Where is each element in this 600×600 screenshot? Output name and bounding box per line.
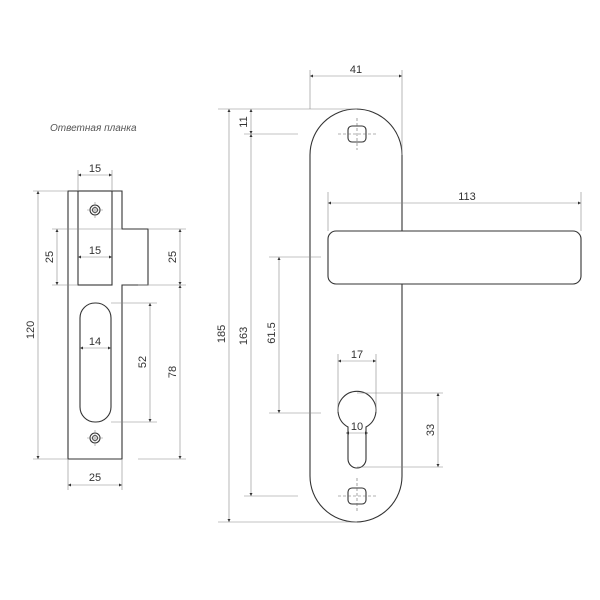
dim-screw-spacing: 163 bbox=[238, 327, 250, 345]
latch-pocket bbox=[77, 190, 113, 286]
dim-cylinder-diameter: 17 bbox=[351, 349, 363, 361]
dim-total-height: 120 bbox=[25, 321, 37, 339]
dim-slot-height: 52 bbox=[137, 356, 149, 368]
dim-left-height: 25 bbox=[44, 251, 56, 263]
door-handle: 41 113 185 11 163 61.5 17 10 33 bbox=[216, 64, 582, 523]
strike-plate: Ответная планка 15 15 25 120 14 52 25 78… bbox=[25, 123, 186, 490]
dim-bottom-width: 25 bbox=[89, 472, 101, 484]
dim-handle-to-cylinder: 61.5 bbox=[266, 322, 278, 343]
dim-plate-width: 41 bbox=[350, 64, 362, 76]
dim-lower-height: 78 bbox=[167, 366, 179, 378]
dim-total-height: 185 bbox=[216, 325, 228, 343]
dim-lever-length: 113 bbox=[458, 191, 476, 203]
dim-top-width: 15 bbox=[89, 163, 101, 175]
strike-plate-title: Ответная планка bbox=[50, 123, 137, 134]
screw-hole-icon bbox=[87, 430, 103, 446]
bolt-slot bbox=[79, 302, 112, 423]
screw-hole-icon bbox=[87, 202, 103, 218]
dim-cylinder-height: 33 bbox=[425, 424, 437, 436]
dim-inner-width: 15 bbox=[89, 245, 101, 257]
handle-lever bbox=[327, 230, 582, 285]
dim-cylinder-slot: 10 bbox=[351, 421, 363, 433]
handle-plate bbox=[309, 108, 403, 523]
dim-slot-width: 14 bbox=[89, 336, 101, 348]
screw-hole-icon bbox=[338, 478, 376, 512]
screw-hole-icon bbox=[338, 118, 376, 150]
dim-top-offset: 11 bbox=[238, 116, 250, 127]
dim-right-height: 25 bbox=[167, 251, 179, 263]
